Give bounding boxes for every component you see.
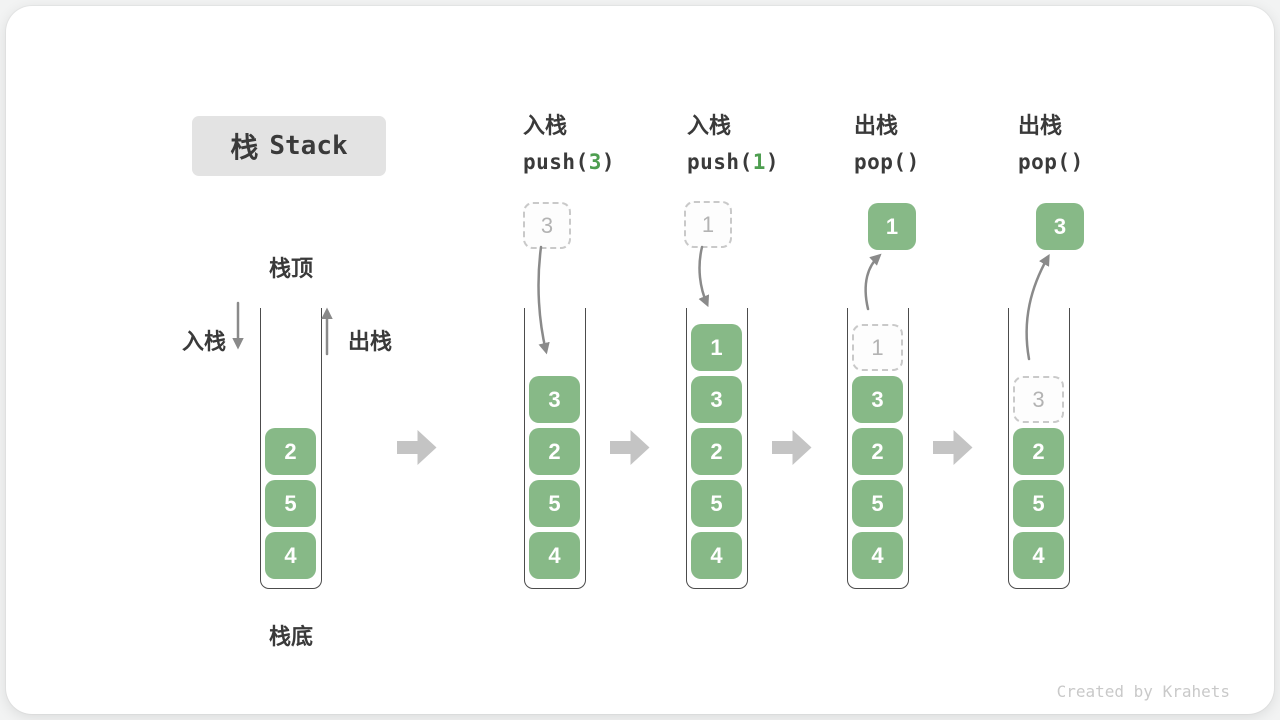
op-fn: push( <box>523 150 589 174</box>
stack-cell: 2 <box>529 428 580 475</box>
stack-cell: 2 <box>852 428 903 475</box>
stack-cell: 2 <box>265 428 316 475</box>
stack-cell: 2 <box>691 428 742 475</box>
stack-cell: 5 <box>529 480 580 527</box>
stack-cell: 4 <box>852 532 903 579</box>
push-side-label: 入栈 <box>182 329 227 354</box>
stack-cell: 1 <box>691 324 742 371</box>
op-fn: pop( <box>1018 150 1071 174</box>
op-verb: 出栈 <box>1018 113 1063 138</box>
ghost-cell: 3 <box>1013 376 1064 423</box>
credit-text: Created by Krahets <box>1056 682 1230 701</box>
stack-cell: 5 <box>265 480 316 527</box>
stack-cell: 3 <box>691 376 742 423</box>
stack-cell: 2 <box>1013 428 1064 475</box>
op-verb: 入栈 <box>523 113 568 138</box>
stack-top-label: 栈顶 <box>268 256 313 281</box>
title-box: 栈 Stack <box>192 116 386 176</box>
stack-cell: 4 <box>691 532 742 579</box>
stack-container-4: 1 3 2 5 4 <box>847 308 909 589</box>
op-close: ) <box>765 150 780 174</box>
stack-cell: 3 <box>529 376 580 423</box>
incoming-value-box: 1 <box>684 201 732 248</box>
op-code: pop() <box>854 150 920 174</box>
pop-side-label: 出栈 <box>348 329 393 354</box>
popped-value-box: 1 <box>868 203 916 250</box>
op-header-push-3: 入栈 push(3) <box>523 113 615 175</box>
op-code: push(3) <box>523 150 615 174</box>
stack-container-3: 1 3 2 5 4 <box>686 308 748 589</box>
stack-container-2: 3 2 5 4 <box>524 308 586 589</box>
stack-container-5: 3 2 5 4 <box>1008 308 1070 589</box>
op-header-pop-1: 出栈 pop() <box>854 113 920 175</box>
stack-cell: 5 <box>1013 480 1064 527</box>
title-zh: 栈 <box>230 132 259 163</box>
stack-cell: 5 <box>852 480 903 527</box>
incoming-value-box: 3 <box>523 202 571 249</box>
stack-cell: 5 <box>691 480 742 527</box>
op-fn: push( <box>687 150 753 174</box>
popped-value-box: 3 <box>1036 203 1084 250</box>
title-en: Stack <box>269 131 348 161</box>
diagram-canvas: 栈 Stack 入栈 push(3) 入栈 push(1) 出栈 pop() 出… <box>6 6 1274 714</box>
stack-bottom-label: 栈底 <box>268 624 313 649</box>
op-verb: 入栈 <box>687 113 732 138</box>
op-code: pop() <box>1018 150 1084 174</box>
stack-cell: 4 <box>265 532 316 579</box>
stack-cell: 3 <box>852 376 903 423</box>
op-arg: 3 <box>588 150 602 174</box>
op-close: ) <box>906 150 920 174</box>
op-fn: pop( <box>854 150 907 174</box>
op-close: ) <box>601 150 616 174</box>
ghost-cell: 1 <box>852 324 903 371</box>
op-close: ) <box>1070 150 1084 174</box>
op-arg: 1 <box>752 150 766 174</box>
op-header-push-1: 入栈 push(1) <box>687 113 779 175</box>
stack-cell: 4 <box>1013 532 1064 579</box>
op-code: push(1) <box>687 150 779 174</box>
stack-cell: 4 <box>529 532 580 579</box>
op-verb: 出栈 <box>854 113 899 138</box>
op-header-pop-3: 出栈 pop() <box>1018 113 1084 175</box>
stack-container-1: 2 5 4 <box>260 308 322 589</box>
